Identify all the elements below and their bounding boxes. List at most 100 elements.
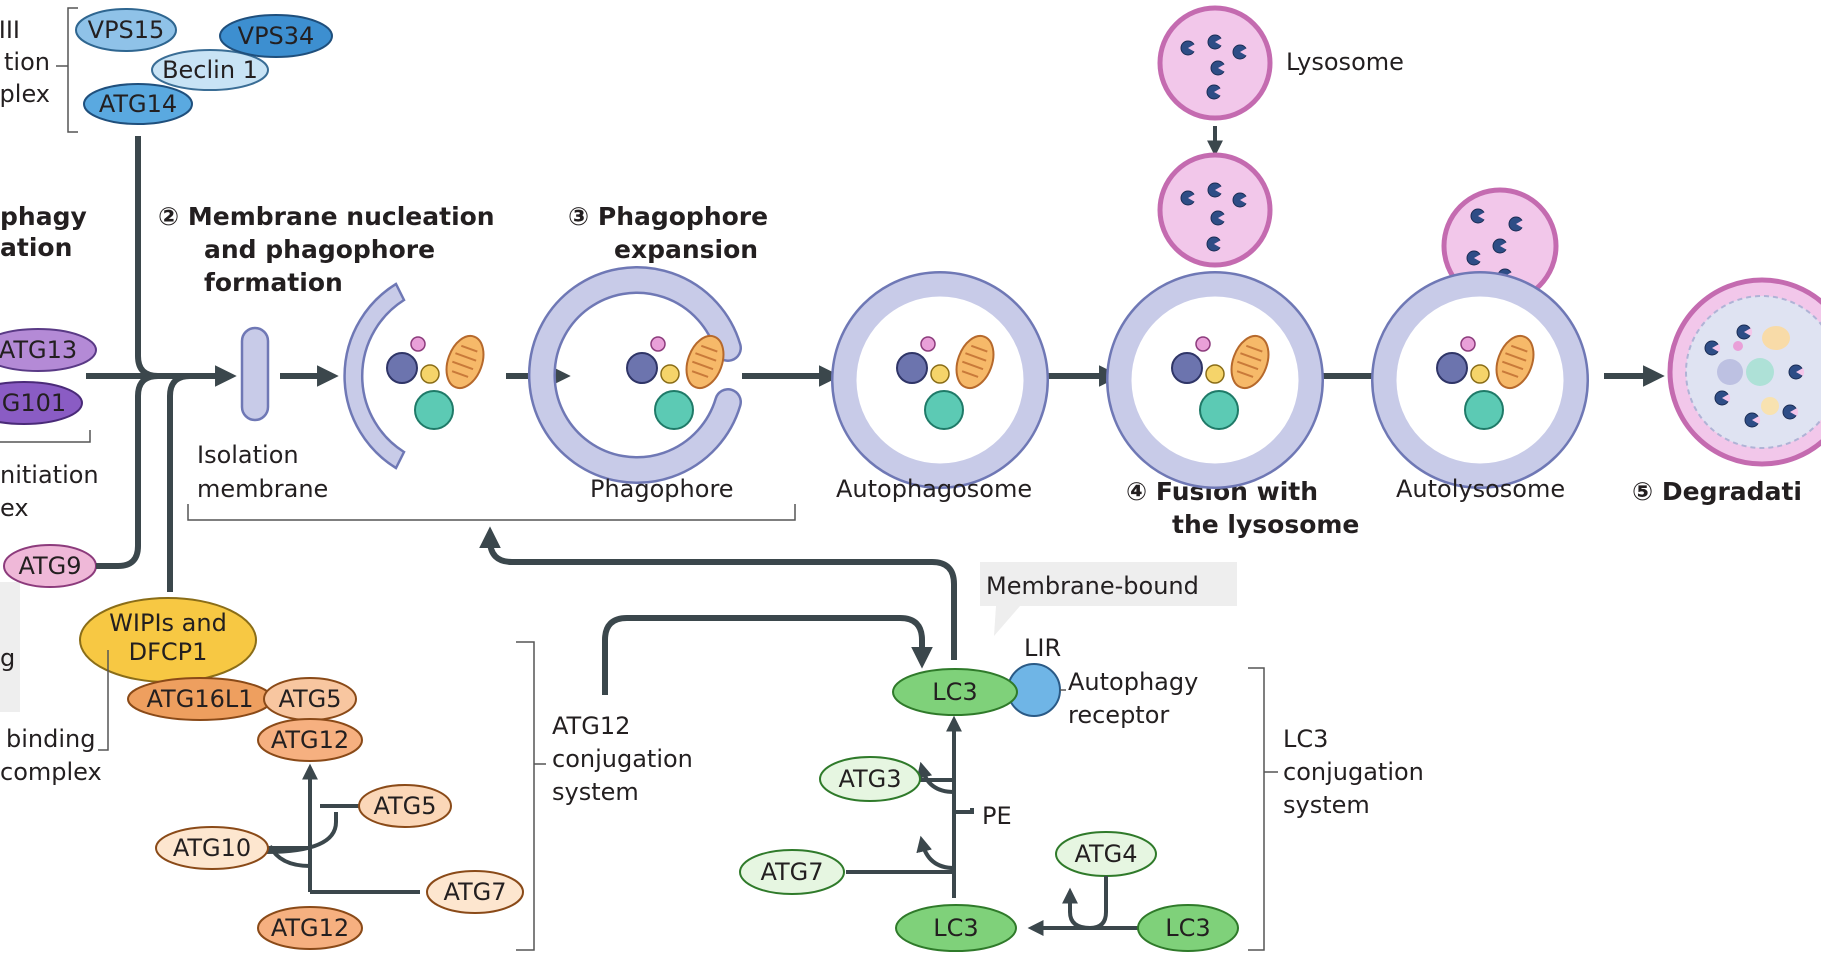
atg13-pill bbox=[0, 328, 97, 372]
atg101-label: G101 bbox=[2, 389, 66, 417]
stage3-line2: expansion bbox=[614, 235, 758, 264]
vps15-label: VPS15 bbox=[88, 16, 165, 44]
phagophore: Phagophore bbox=[528, 266, 742, 503]
atg12-to-lc3-arrow bbox=[602, 615, 933, 695]
atg4-curve bbox=[1062, 876, 1108, 931]
cup-cargo bbox=[386, 329, 492, 430]
nucleating-membrane bbox=[343, 282, 492, 470]
beclin1-label: Beclin 1 bbox=[162, 56, 258, 84]
lc3-system-label-line1: LC3 bbox=[1283, 725, 1328, 753]
pi3k-label-line1: K III bbox=[0, 16, 20, 44]
stage5-line1: ⑤ Degradati bbox=[1632, 477, 1802, 506]
pi3k-bracket bbox=[56, 7, 78, 133]
atg5-top-label: ATG5 bbox=[278, 685, 341, 713]
vps15-pill bbox=[75, 8, 177, 52]
stage3-line1: ③ Phagophore bbox=[568, 202, 768, 231]
atg14-label: ATG14 bbox=[99, 90, 177, 118]
beclin1-pill bbox=[151, 49, 269, 91]
membrane-bound-label: Membrane-bound bbox=[986, 572, 1199, 600]
fusion bbox=[1106, 152, 1324, 489]
note-box bbox=[0, 582, 20, 712]
wipis-label-line2: DFCP1 bbox=[129, 638, 208, 666]
degraded-cargo bbox=[1761, 397, 1779, 415]
atg9: ATG9 bbox=[3, 544, 97, 588]
lysosome-top: Lysosome bbox=[1157, 5, 1404, 121]
binding-label-line2: complex bbox=[0, 758, 102, 786]
atg12-conjugation-system: ATG5 ATG10 ATG7 ATG12 ATG12 conjugation … bbox=[155, 641, 693, 951]
stage-headings: phagy ation ② Membrane nucleation and ph… bbox=[0, 202, 1802, 539]
expansion-bracket bbox=[187, 504, 796, 521]
main-pathway-arrows bbox=[86, 126, 1665, 592]
atg101-pill bbox=[0, 381, 83, 425]
atg7-pill bbox=[426, 870, 524, 914]
atg3-label: ATG3 bbox=[838, 765, 901, 793]
receptor-label-line2: receptor bbox=[1068, 701, 1169, 729]
wipi-connector bbox=[167, 373, 191, 592]
degraded-cargo bbox=[1746, 358, 1774, 386]
note-text: g bbox=[0, 644, 15, 672]
stage2-line1: ② Membrane nucleation bbox=[158, 202, 495, 231]
isolation-label-line2: membrane bbox=[197, 475, 328, 503]
vps34-label: VPS34 bbox=[238, 22, 315, 50]
ulk-label-line1: nitiation bbox=[0, 461, 99, 489]
lc3-conjugation-system: Membrane-bound LIR Autophagy receptor LC… bbox=[739, 562, 1424, 952]
stage4-line2: the lysosome bbox=[1172, 510, 1359, 539]
receptor-label-line1: Autophagy bbox=[1068, 668, 1198, 696]
atg12-system-label-line1: ATG12 bbox=[552, 712, 630, 740]
atg12-pill bbox=[257, 906, 363, 950]
lir-label: LIR bbox=[1024, 634, 1061, 662]
pe-leader bbox=[954, 808, 974, 814]
atg4-label: ATG4 bbox=[1074, 840, 1137, 868]
atg7-label: ATG7 bbox=[443, 878, 506, 906]
membrane-bound-box bbox=[980, 562, 1237, 606]
atg12-bracket bbox=[516, 641, 546, 951]
lc3-right-label: LC3 bbox=[1165, 914, 1210, 942]
pi3k-label-line3: plex bbox=[0, 80, 50, 108]
note-box-tail bbox=[0, 582, 20, 600]
autophagosome-label: Autophagosome bbox=[836, 475, 1032, 503]
atg12-label: ATG12 bbox=[271, 914, 349, 942]
atg9-label: ATG9 bbox=[18, 552, 81, 580]
vps34-pill bbox=[219, 14, 333, 58]
lc3-system-label-line3: system bbox=[1283, 791, 1370, 819]
atg12-system-label-line2: conjugation bbox=[552, 745, 693, 773]
stage2-line2: and phagophore bbox=[204, 235, 435, 264]
degraded-cargo bbox=[1762, 326, 1790, 350]
ulk-bracket bbox=[0, 430, 91, 443]
atg7-join bbox=[265, 812, 338, 854]
atg10-label: ATG10 bbox=[173, 834, 251, 862]
cup-membrane-shape bbox=[343, 282, 406, 470]
atg10-pill bbox=[155, 826, 269, 870]
ulk-complex: ATG13 G101 nitiation ex bbox=[0, 328, 99, 522]
isolation-label-line1: Isolation bbox=[197, 441, 299, 469]
degraded-cargo bbox=[1717, 359, 1743, 385]
pi3k-complex: K III tion plex Beclin 1 VPS15 VPS34 ATG… bbox=[0, 7, 333, 133]
fusion-lysosome-shape bbox=[1157, 152, 1273, 268]
stage1-line2: ation bbox=[0, 233, 72, 262]
binding-label-line1: binding bbox=[6, 725, 95, 753]
degradation bbox=[1667, 277, 1821, 467]
atg5-pill bbox=[358, 784, 452, 828]
lc3-top-pill bbox=[892, 668, 1018, 716]
atg9-connector bbox=[96, 373, 159, 569]
degraded-cargo bbox=[1733, 341, 1743, 351]
atg13-label: ATG13 bbox=[0, 336, 77, 364]
atg7-lc3-pill bbox=[739, 849, 845, 895]
phagophore-inner bbox=[530, 268, 740, 482]
atg3-pill bbox=[819, 756, 921, 802]
autolysosome-label: Autolysosome bbox=[1396, 475, 1565, 503]
lc3-bottom-label: LC3 bbox=[933, 914, 978, 942]
atg10-curve bbox=[268, 845, 311, 868]
atg3-curve bbox=[916, 761, 955, 794]
ulk-label-line2: ex bbox=[0, 494, 29, 522]
atg12-system-label-line3: system bbox=[552, 778, 639, 806]
isolation-membrane-shape bbox=[240, 326, 270, 422]
pi3k-connector bbox=[135, 136, 159, 379]
wipi-binding-complex: WIPIs and DFCP1 ATG16L1 ATG5 ATG12 bindi… bbox=[0, 597, 363, 786]
phagophore-label: Phagophore bbox=[590, 475, 734, 503]
lc3-top-label: LC3 bbox=[932, 678, 977, 706]
atg7-lc3-curve bbox=[916, 835, 955, 870]
lysosome-label: Lysosome bbox=[1286, 48, 1404, 76]
lc3-bracket bbox=[1248, 667, 1278, 951]
